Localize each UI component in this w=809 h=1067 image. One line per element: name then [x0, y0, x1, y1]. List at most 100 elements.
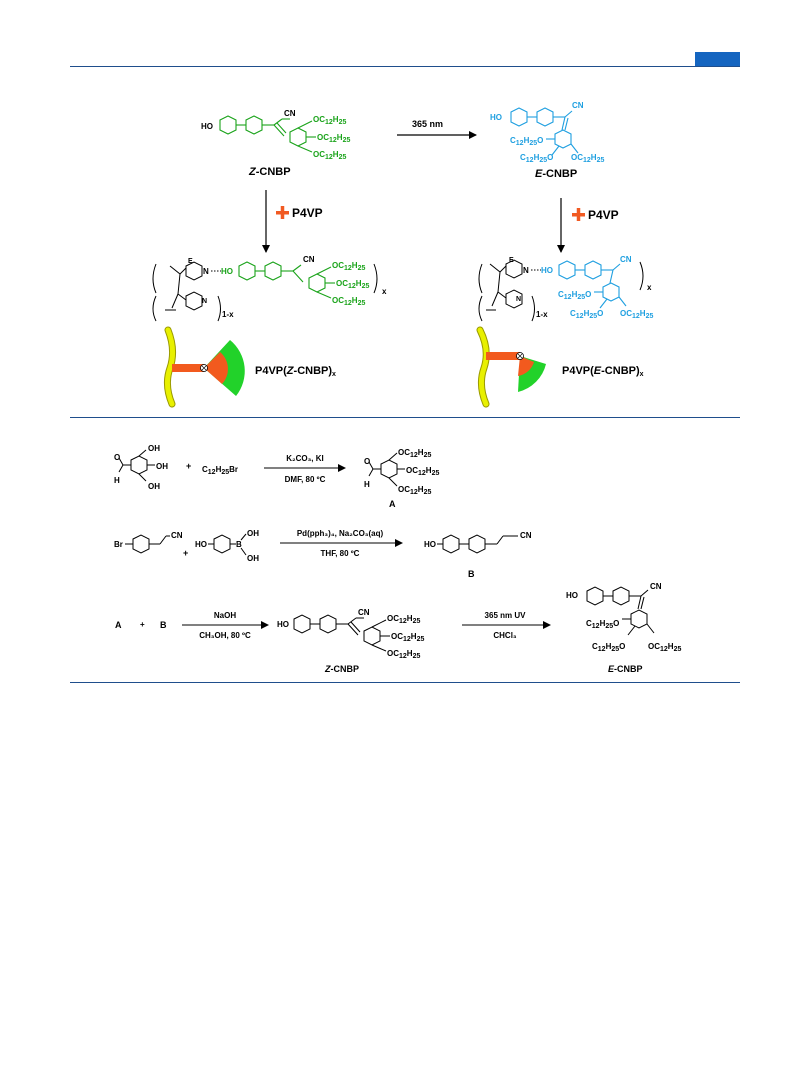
r3-product-title: Z-CNBP	[324, 664, 359, 674]
right-subscript-x: x	[647, 283, 652, 292]
left-pyridine-n2: N	[202, 298, 207, 305]
header-accent-block	[695, 52, 740, 66]
r4e-cn-label: CN	[650, 582, 662, 591]
r1-plus: +	[186, 461, 191, 471]
svg-text:OC12H25: OC12H25	[398, 485, 431, 496]
left-pyridine-n: N	[203, 267, 209, 276]
r2-oh-bottom: OH	[247, 554, 259, 563]
r3-cond-bottom: CH₃OH, 80 ºC	[199, 631, 251, 640]
r3-plus: +	[140, 620, 145, 629]
r3z-alkoxy-labels: OC12H25 OC12H25 OC12H25	[387, 614, 424, 660]
left-subscript-1x: 1-x	[222, 310, 234, 319]
svg-text:C12H25O: C12H25O	[510, 136, 543, 147]
r1-oh-mid: OH	[156, 462, 168, 471]
svg-text:C12H25O: C12H25O	[586, 619, 619, 630]
r2-cond-top: Pd(pph₃)₄, Na₂CO₃(aq)	[297, 529, 384, 538]
svg-text:OC12H25: OC12H25	[332, 261, 365, 272]
right-complex-structure	[478, 259, 535, 322]
svg-text:C12H25O: C12H25O	[558, 290, 591, 301]
reaction3-z-product	[293, 614, 390, 652]
z-alkoxy-labels: OC12H25 OC12H25 OC12H25	[313, 115, 350, 161]
r3z-cn-label: CN	[358, 608, 370, 617]
r2-br-label: Br	[114, 540, 123, 549]
right-pyridine-n: N	[523, 266, 529, 275]
left-cartoon-icon	[163, 326, 245, 408]
a-h-label: H	[364, 480, 370, 489]
r4e-alkoxy-labels: C12H25O C12H25O OC12H25	[586, 619, 681, 653]
reaction4-e-product	[586, 586, 655, 636]
r3-cond-top: NaOH	[214, 611, 236, 620]
e-cnbp-title: E-CNBP	[535, 168, 577, 180]
right-complex-title: P4VP(E-CNBP)x	[562, 365, 644, 378]
svg-text:OC12H25: OC12H25	[313, 115, 346, 126]
svg-text:OC12H25: OC12H25	[332, 296, 365, 307]
left-p4vp-label: P4VP	[292, 206, 323, 220]
right-pyridine-n2: N	[516, 296, 521, 303]
photo-arrow-label: 365 nm	[412, 119, 443, 129]
left-end-group: E	[188, 258, 193, 265]
r4e-ho-label: HO	[566, 591, 578, 600]
r2-boron-label: B	[236, 540, 242, 549]
reaction2-reactant2	[208, 533, 247, 556]
svg-text:C12H25O: C12H25O	[570, 309, 603, 320]
z-cnbp-molecule	[219, 115, 316, 153]
svg-text:OC12H25: OC12H25	[620, 309, 653, 320]
left-plus-icon	[276, 206, 289, 219]
left-complex-title: P4VP(Z-CNBP)x	[255, 365, 336, 378]
r4-product-title: E-CNBP	[608, 664, 643, 674]
z-cnbp-title: Z-CNBP	[248, 166, 291, 178]
right-complex-cn: CN	[620, 255, 632, 264]
svg-text:OC12H25: OC12H25	[317, 133, 350, 144]
r3-a-label: A	[115, 620, 122, 630]
right-subscript-1x: 1-x	[536, 310, 548, 319]
e-alkoxy-labels: C12H25O C12H25O OC12H25	[510, 136, 604, 164]
product-b-label: B	[468, 569, 475, 579]
product-a-label: A	[389, 499, 396, 509]
z-cn-label: CN	[284, 109, 296, 118]
left-complex-structure	[152, 261, 221, 322]
e-cnbp-molecule	[510, 107, 579, 156]
middle-rule	[70, 417, 740, 418]
svg-text:OC12H25: OC12H25	[571, 153, 604, 164]
svg-text:C12H25O: C12H25O	[592, 642, 625, 653]
r1-reagent: C12H25Br	[202, 465, 238, 476]
left-ho-label: HO	[221, 267, 233, 276]
r1-cond-bottom: DMF, 80 ºC	[285, 475, 326, 484]
r2-oh-top: OH	[247, 529, 259, 538]
reaction1-reactant	[118, 449, 155, 482]
right-cartoon-icon	[476, 326, 546, 408]
r2-cn1-label: CN	[171, 531, 183, 540]
r2-plus: +	[183, 548, 188, 558]
svg-text:OC12H25: OC12H25	[398, 448, 431, 459]
right-end-group: E	[509, 257, 514, 264]
svg-text:OC12H25: OC12H25	[391, 632, 424, 643]
r2-cond-bottom: THF, 80 ºC	[321, 549, 360, 558]
bottom-rule	[70, 682, 740, 683]
right-complex-alkoxy: C12H25O C12H25O OC12H25	[558, 290, 653, 320]
left-complex-mesogen	[238, 261, 335, 299]
r3z-ho-label: HO	[277, 620, 289, 629]
reaction2-product	[437, 534, 518, 554]
reaction2-reactant1	[125, 534, 170, 554]
svg-text:OC12H25: OC12H25	[648, 642, 681, 653]
r1-cond-top: K₂CO₃, KI	[286, 454, 323, 463]
r1-oh-bottom: OH	[148, 482, 160, 491]
svg-text:OC12H25: OC12H25	[387, 614, 420, 625]
r3-b-label: B	[160, 620, 167, 630]
svg-text:OC12H25: OC12H25	[387, 649, 420, 660]
z-ho-label: HO	[201, 122, 213, 131]
a-o-label: O	[364, 457, 370, 466]
r1-oh-top: OH	[148, 444, 160, 453]
r2-ho-label: HO	[195, 540, 207, 549]
left-complex-alkoxy: OC12H25 OC12H25 OC12H25	[332, 261, 369, 307]
right-complex-mesogen	[558, 260, 627, 309]
reaction1-product	[368, 452, 405, 487]
e-ho-label: HO	[490, 113, 502, 122]
svg-text:C12H25O: C12H25O	[520, 153, 553, 164]
svg-text:OC12H25: OC12H25	[313, 150, 346, 161]
r4-cond-bottom: CHCl₃	[493, 631, 517, 640]
b-ho-label: HO	[424, 540, 436, 549]
left-subscript-x: x	[382, 287, 387, 296]
svg-text:OC12H25: OC12H25	[406, 466, 439, 477]
